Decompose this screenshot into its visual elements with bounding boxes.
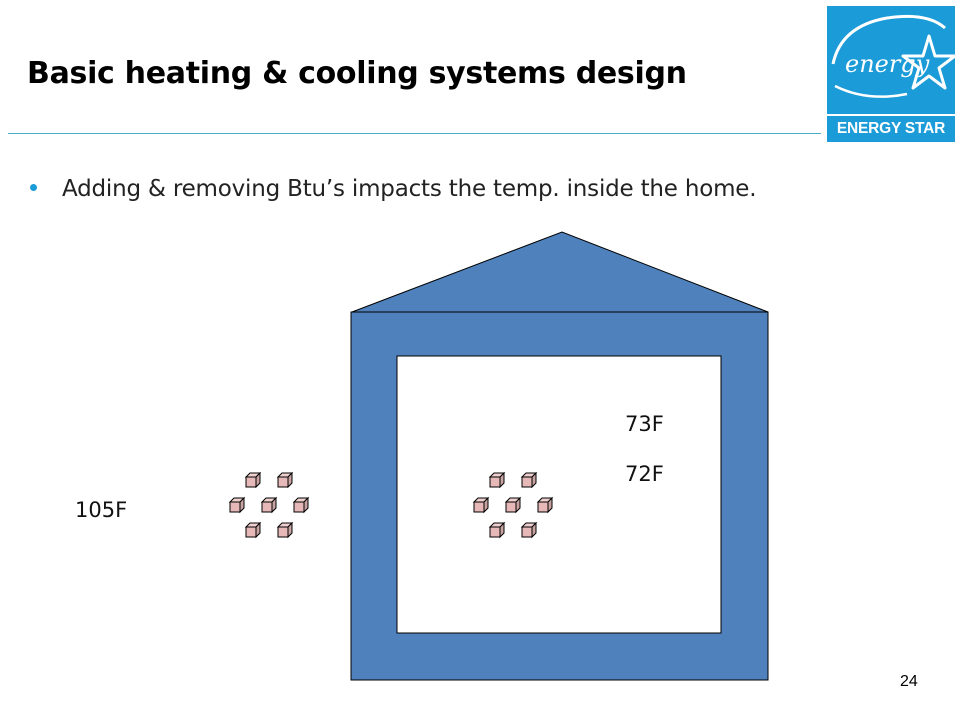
outside-temp: 105F xyxy=(75,498,128,522)
btu-cube xyxy=(473,497,489,513)
energy-star-mark-icon: energy xyxy=(831,14,957,98)
btu-cube xyxy=(521,472,537,488)
btu-cube xyxy=(489,522,505,538)
energy-star-logo: energy ENERGY STAR xyxy=(827,6,957,142)
bullet-text: Adding & removing Btu’s impacts the temp… xyxy=(62,176,757,202)
btu-group-outside xyxy=(229,472,309,538)
btu-cube xyxy=(261,497,277,513)
btu-cube xyxy=(489,472,505,488)
btu-cube xyxy=(521,522,537,538)
inside-temp-lower: 72F xyxy=(625,462,664,486)
btu-cube xyxy=(277,472,293,488)
btu-cube xyxy=(245,472,261,488)
slide-title: Basic heating & cooling systems design xyxy=(27,56,687,91)
logo-label: ENERGY STAR xyxy=(836,120,946,137)
house-interior xyxy=(396,355,722,634)
house-roof xyxy=(351,231,769,313)
logo-script-text: energy xyxy=(845,50,930,78)
btu-cube xyxy=(537,497,553,513)
bullet-dot xyxy=(30,184,37,191)
inside-temp-upper: 73F xyxy=(625,412,664,436)
btu-cube xyxy=(229,497,245,513)
page-number: 24 xyxy=(900,673,918,690)
btu-cube xyxy=(245,522,261,538)
btu-cube xyxy=(293,497,309,513)
btu-cube xyxy=(505,497,521,513)
title-divider xyxy=(8,133,821,134)
logo-divider xyxy=(827,114,955,116)
btu-cube xyxy=(277,522,293,538)
